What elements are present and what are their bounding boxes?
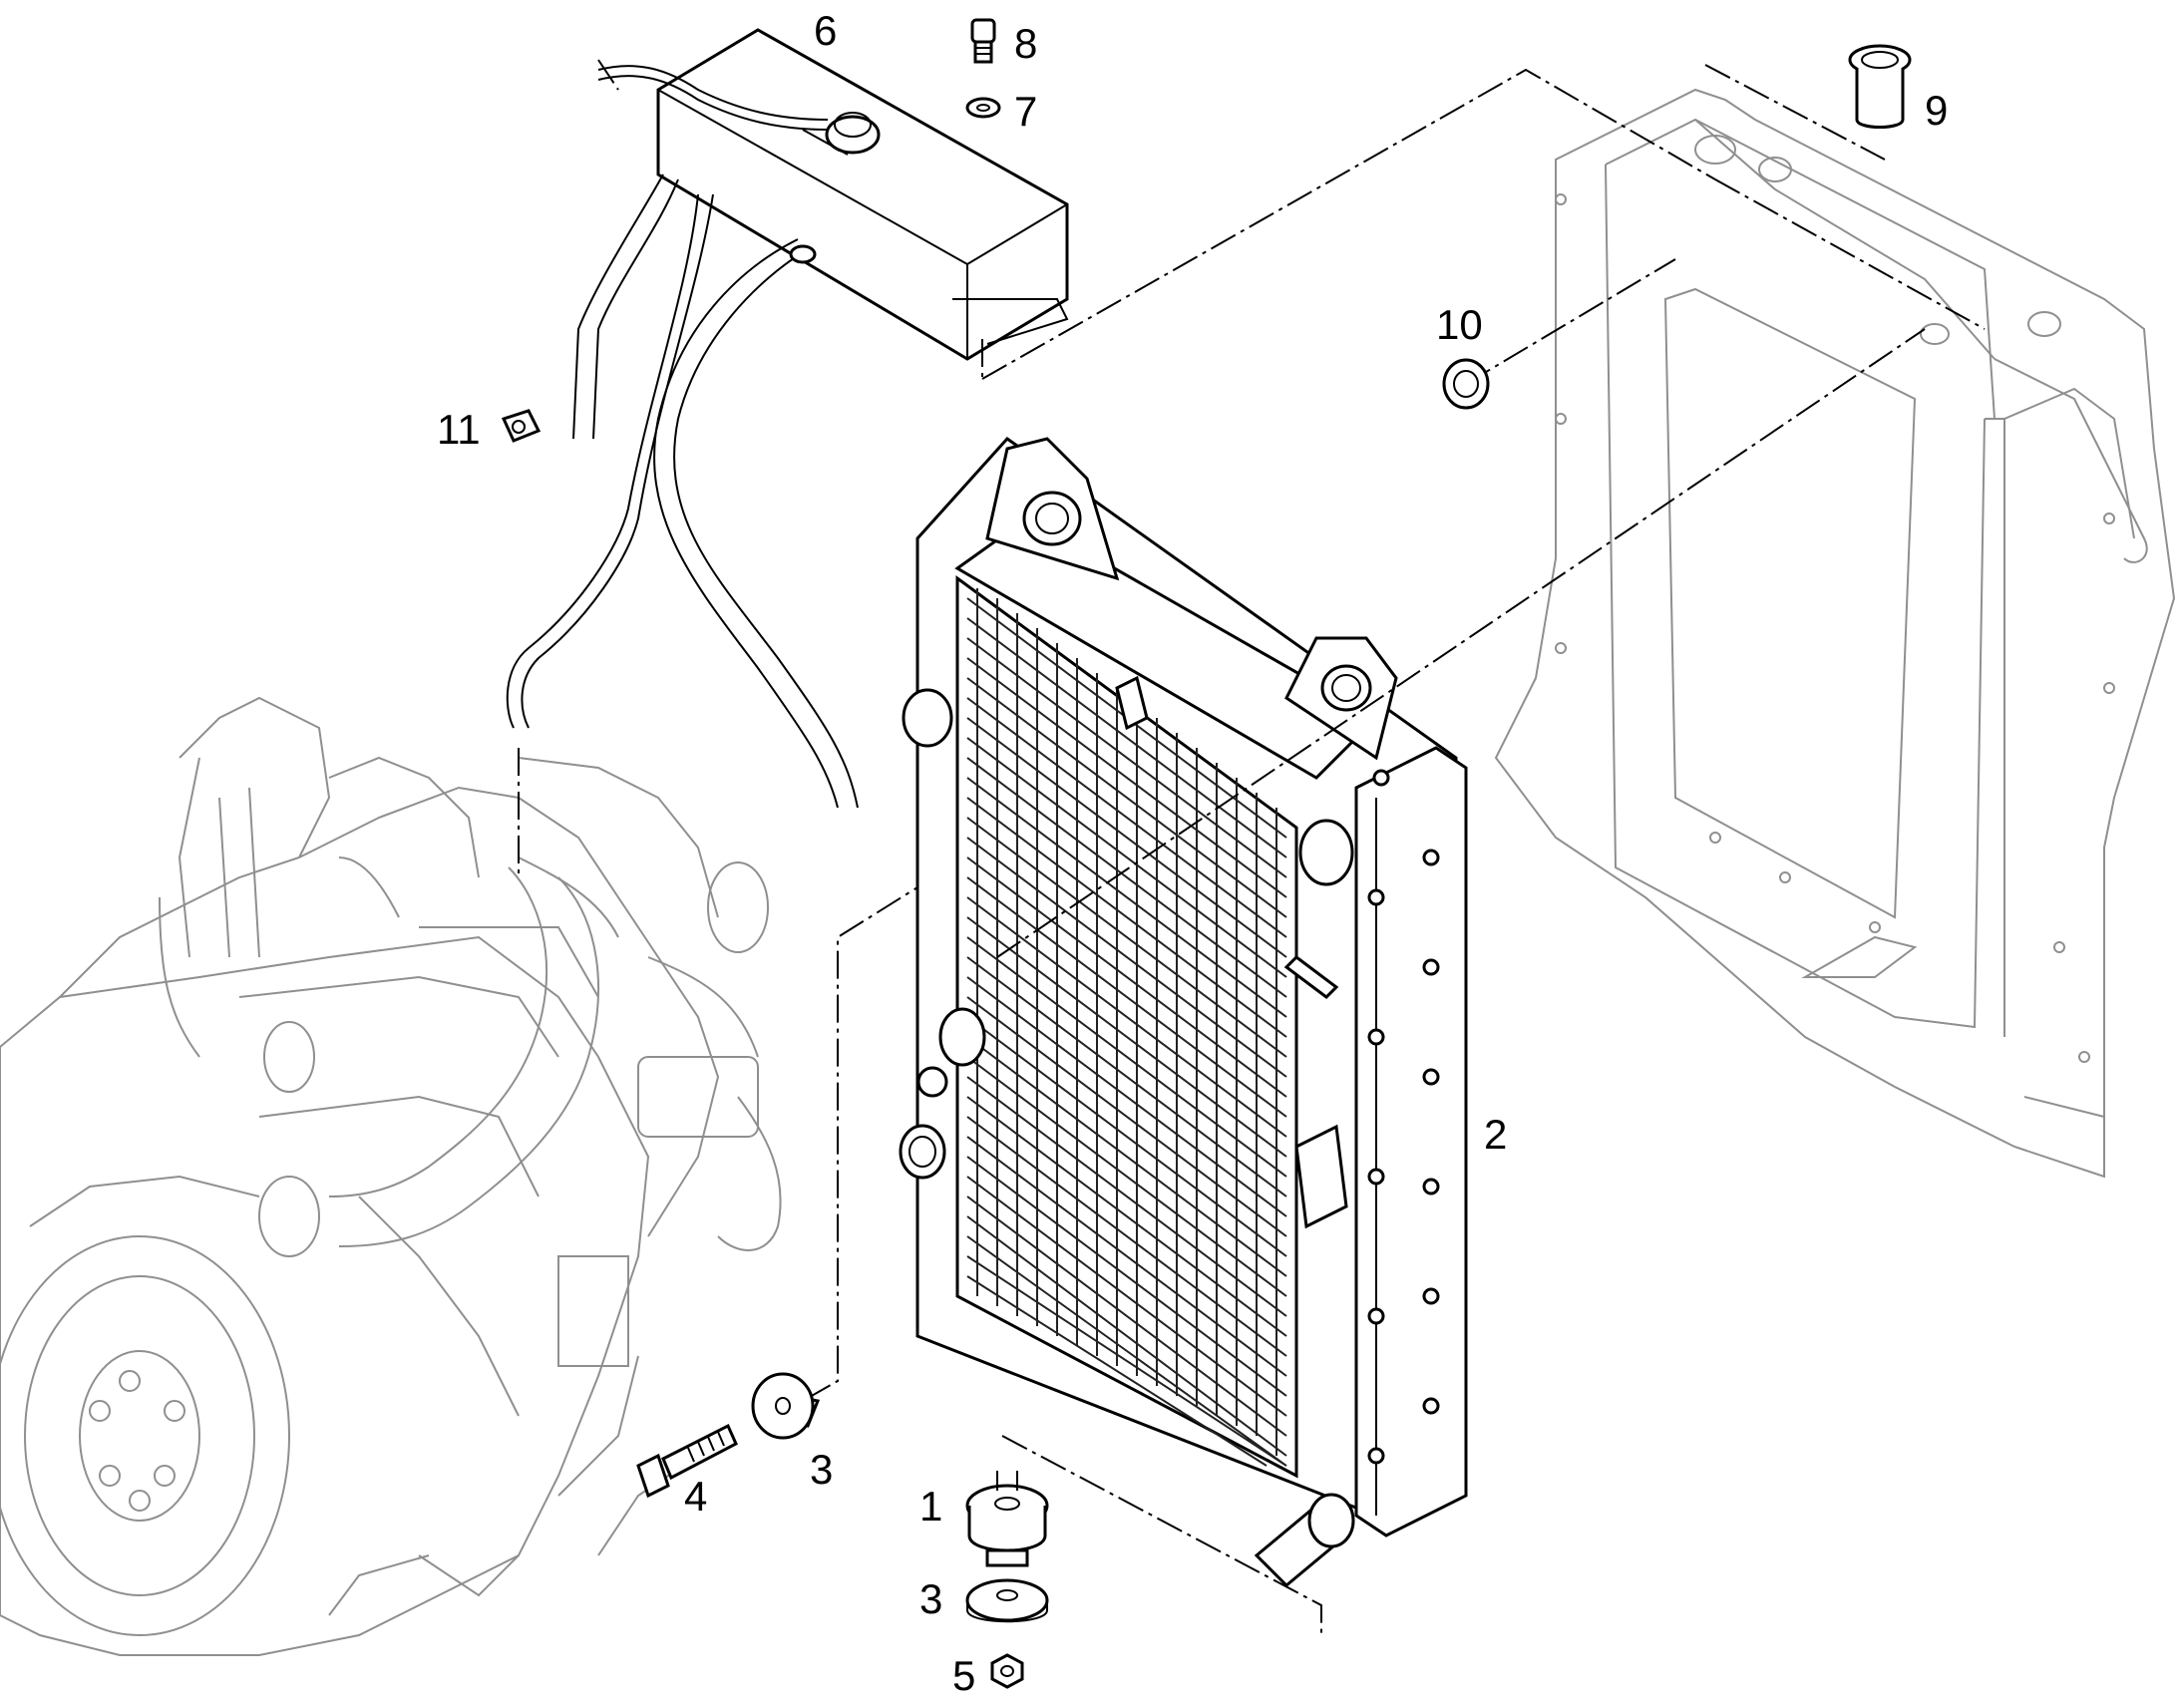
callout-1: 1 bbox=[919, 1483, 942, 1530]
callout-3-left: 3 bbox=[810, 1446, 833, 1493]
callout-5: 5 bbox=[952, 1652, 975, 1699]
expansion-tank bbox=[506, 28, 1069, 809]
radiator-frame bbox=[1494, 88, 2176, 1179]
bolt-8 bbox=[970, 18, 996, 64]
radiator-fins bbox=[966, 588, 1287, 1467]
washer-3-bottom bbox=[965, 1578, 1049, 1623]
callout-labels: 1 2 3 3 4 5 6 7 8 9 10 11 bbox=[437, 7, 1948, 1699]
nut-5 bbox=[990, 1653, 1024, 1689]
callout-9: 9 bbox=[1925, 87, 1948, 134]
callout-7: 7 bbox=[1014, 88, 1037, 135]
callout-8: 8 bbox=[1014, 20, 1037, 67]
rubber-mount-1 bbox=[965, 1471, 1049, 1567]
clip-11 bbox=[501, 409, 542, 443]
callout-11: 11 bbox=[437, 406, 481, 453]
grommet-10 bbox=[1442, 358, 1490, 410]
assembly-lines bbox=[518, 59, 1986, 1635]
callout-10: 10 bbox=[1436, 301, 1483, 348]
washer-7 bbox=[965, 97, 1001, 119]
radiator-core bbox=[899, 437, 1468, 1588]
washer-3-left bbox=[751, 1372, 821, 1440]
engine-block bbox=[0, 696, 782, 1656]
callout-6: 6 bbox=[814, 7, 837, 54]
callout-2: 2 bbox=[1484, 1111, 1507, 1158]
bolt-4 bbox=[636, 1423, 738, 1499]
callout-3-bottom: 3 bbox=[919, 1575, 942, 1622]
bushing-9 bbox=[1848, 44, 1912, 129]
callout-4: 4 bbox=[684, 1473, 707, 1520]
